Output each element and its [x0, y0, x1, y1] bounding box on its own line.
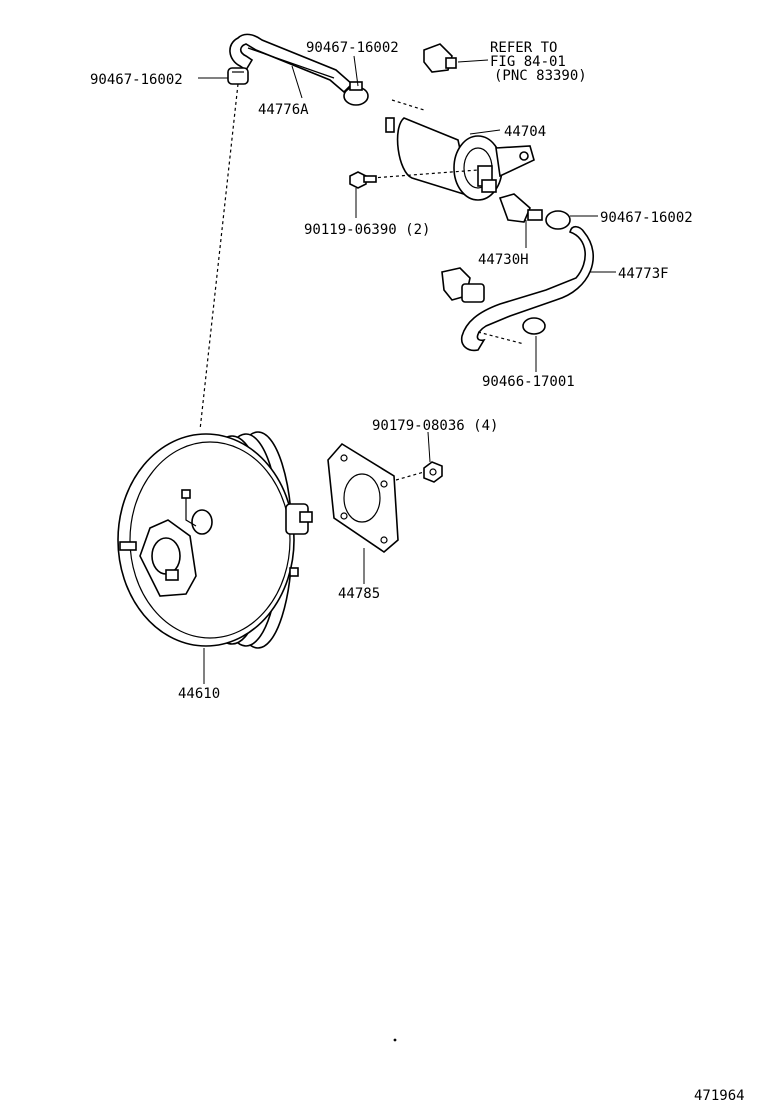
- vacuum-tank: [385, 117, 535, 201]
- label-clamp-right: 90467-16002: [600, 210, 693, 226]
- label-refer-line1: REFER TO: [490, 40, 557, 56]
- hose-clamp-top: [343, 81, 369, 106]
- label-hose-44773f: 44773F: [618, 266, 669, 282]
- label-clamp-top-right: 90467-16002: [306, 40, 399, 56]
- refer-fitting: [423, 43, 489, 73]
- label-check-valve: 44730H: [478, 252, 529, 268]
- hose-clamp-right: [545, 210, 571, 230]
- bolt: [349, 171, 377, 189]
- nut: [423, 461, 443, 483]
- brake-booster: [117, 431, 313, 649]
- label-clamp-top-left: 90467-16002: [90, 72, 183, 88]
- label-bolt: 90119-06390 (2): [304, 222, 430, 238]
- label-gasket: 44785: [338, 586, 380, 602]
- hose-44776a: [229, 33, 354, 94]
- stray-dot: [393, 1038, 397, 1042]
- hose-44773f: [460, 225, 594, 352]
- illustration-number: 471964: [694, 1088, 745, 1104]
- label-vacuum-tank: 44704: [504, 124, 546, 140]
- hose-clamp-bottom: [522, 317, 546, 335]
- hose-bracket: [441, 267, 485, 303]
- gasket: [327, 442, 399, 554]
- label-refer-line3: (PNC 83390): [494, 68, 587, 84]
- label-refer-line2: FIG 84-01: [490, 54, 566, 70]
- label-hose-44776a: 44776A: [258, 102, 309, 118]
- label-clamp-bottom: 90466-17001: [482, 374, 575, 390]
- hose-clamp-left: [227, 67, 249, 85]
- check-valve: [498, 193, 543, 223]
- label-booster: 44610: [178, 686, 220, 702]
- label-nut: 90179-08036 (4): [372, 418, 498, 434]
